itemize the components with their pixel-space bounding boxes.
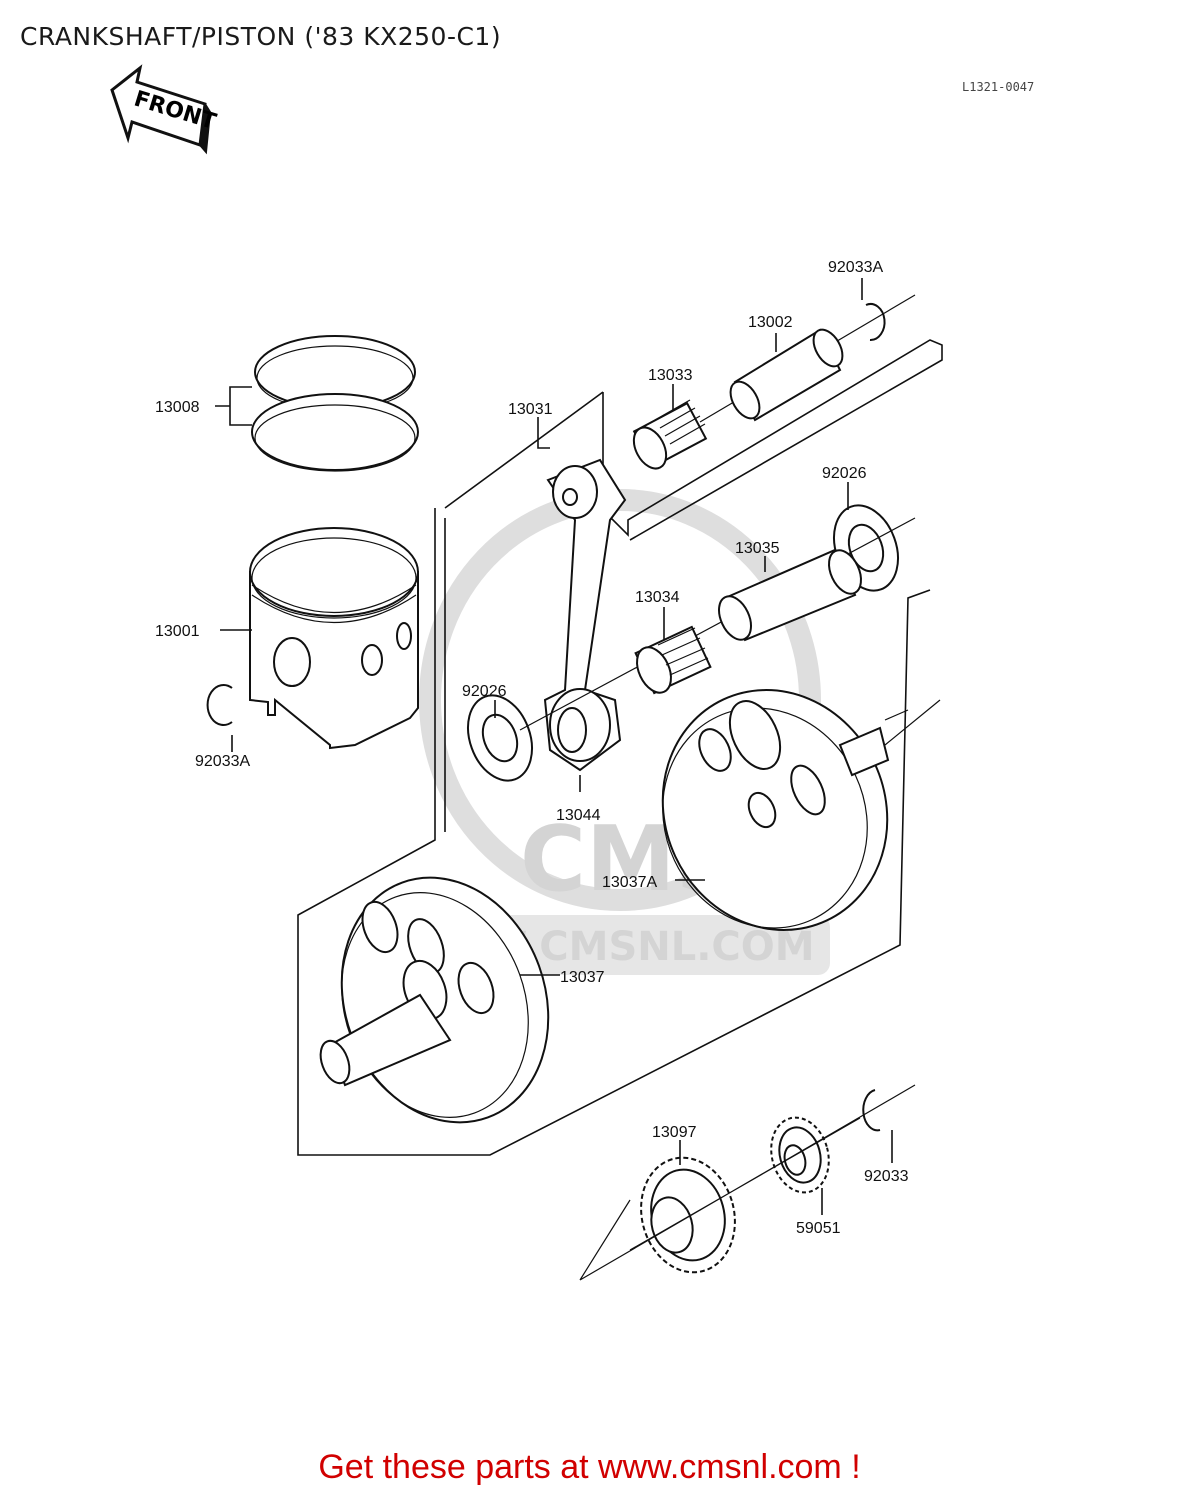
callout-13037: 13037 — [560, 969, 605, 986]
page-title: CRANKSHAFT/PISTON ('83 KX250-C1) — [20, 22, 502, 51]
callout-13002: 13002 — [748, 314, 793, 331]
thrust-washer-left — [467, 694, 533, 782]
callout-92033A-left: 92033A — [195, 753, 250, 770]
callout-13044: 13044 — [556, 807, 601, 824]
circlip-top — [865, 303, 886, 342]
callout-13031: 13031 — [508, 401, 553, 418]
reference-code: L1321-0047 — [962, 80, 1035, 94]
callout-13001: 13001 — [155, 623, 200, 640]
callout-13097: 13097 — [652, 1124, 697, 1141]
connecting-rod — [543, 458, 627, 772]
callout-92033A-top: 92033A — [828, 259, 883, 276]
callout-13035: 13035 — [735, 540, 780, 557]
callout-92026-left: 92026 — [462, 683, 507, 700]
flywheel-left — [319, 876, 550, 1124]
primary-gear — [640, 1156, 736, 1274]
circlip-left — [206, 684, 233, 726]
callout-13008: 13008 — [155, 399, 200, 416]
callout-92033: 92033 — [864, 1168, 909, 1185]
callout-labels: 13008 13001 92033A 13031 13033 13002 920… — [155, 259, 909, 1237]
small-end-bearing — [632, 399, 708, 470]
leader-lines — [215, 278, 893, 1215]
piston — [249, 527, 419, 750]
callout-13037A: 13037A — [602, 874, 657, 891]
sprocket-gear — [770, 1116, 830, 1194]
piston-pin — [729, 328, 844, 422]
callout-13034: 13034 — [635, 589, 680, 606]
big-end-bearing — [634, 625, 712, 695]
callout-13033: 13033 — [648, 367, 693, 384]
front-arrow-icon: FRONT — [110, 64, 219, 155]
callout-92026-right: 92026 — [822, 465, 867, 482]
crank-pin — [718, 548, 862, 642]
piston-rings — [251, 335, 419, 472]
flywheel-right — [661, 689, 941, 931]
callout-59051: 59051 — [796, 1220, 841, 1237]
footer-promo-text: Get these parts at www.cmsnl.com ! — [318, 1448, 861, 1486]
